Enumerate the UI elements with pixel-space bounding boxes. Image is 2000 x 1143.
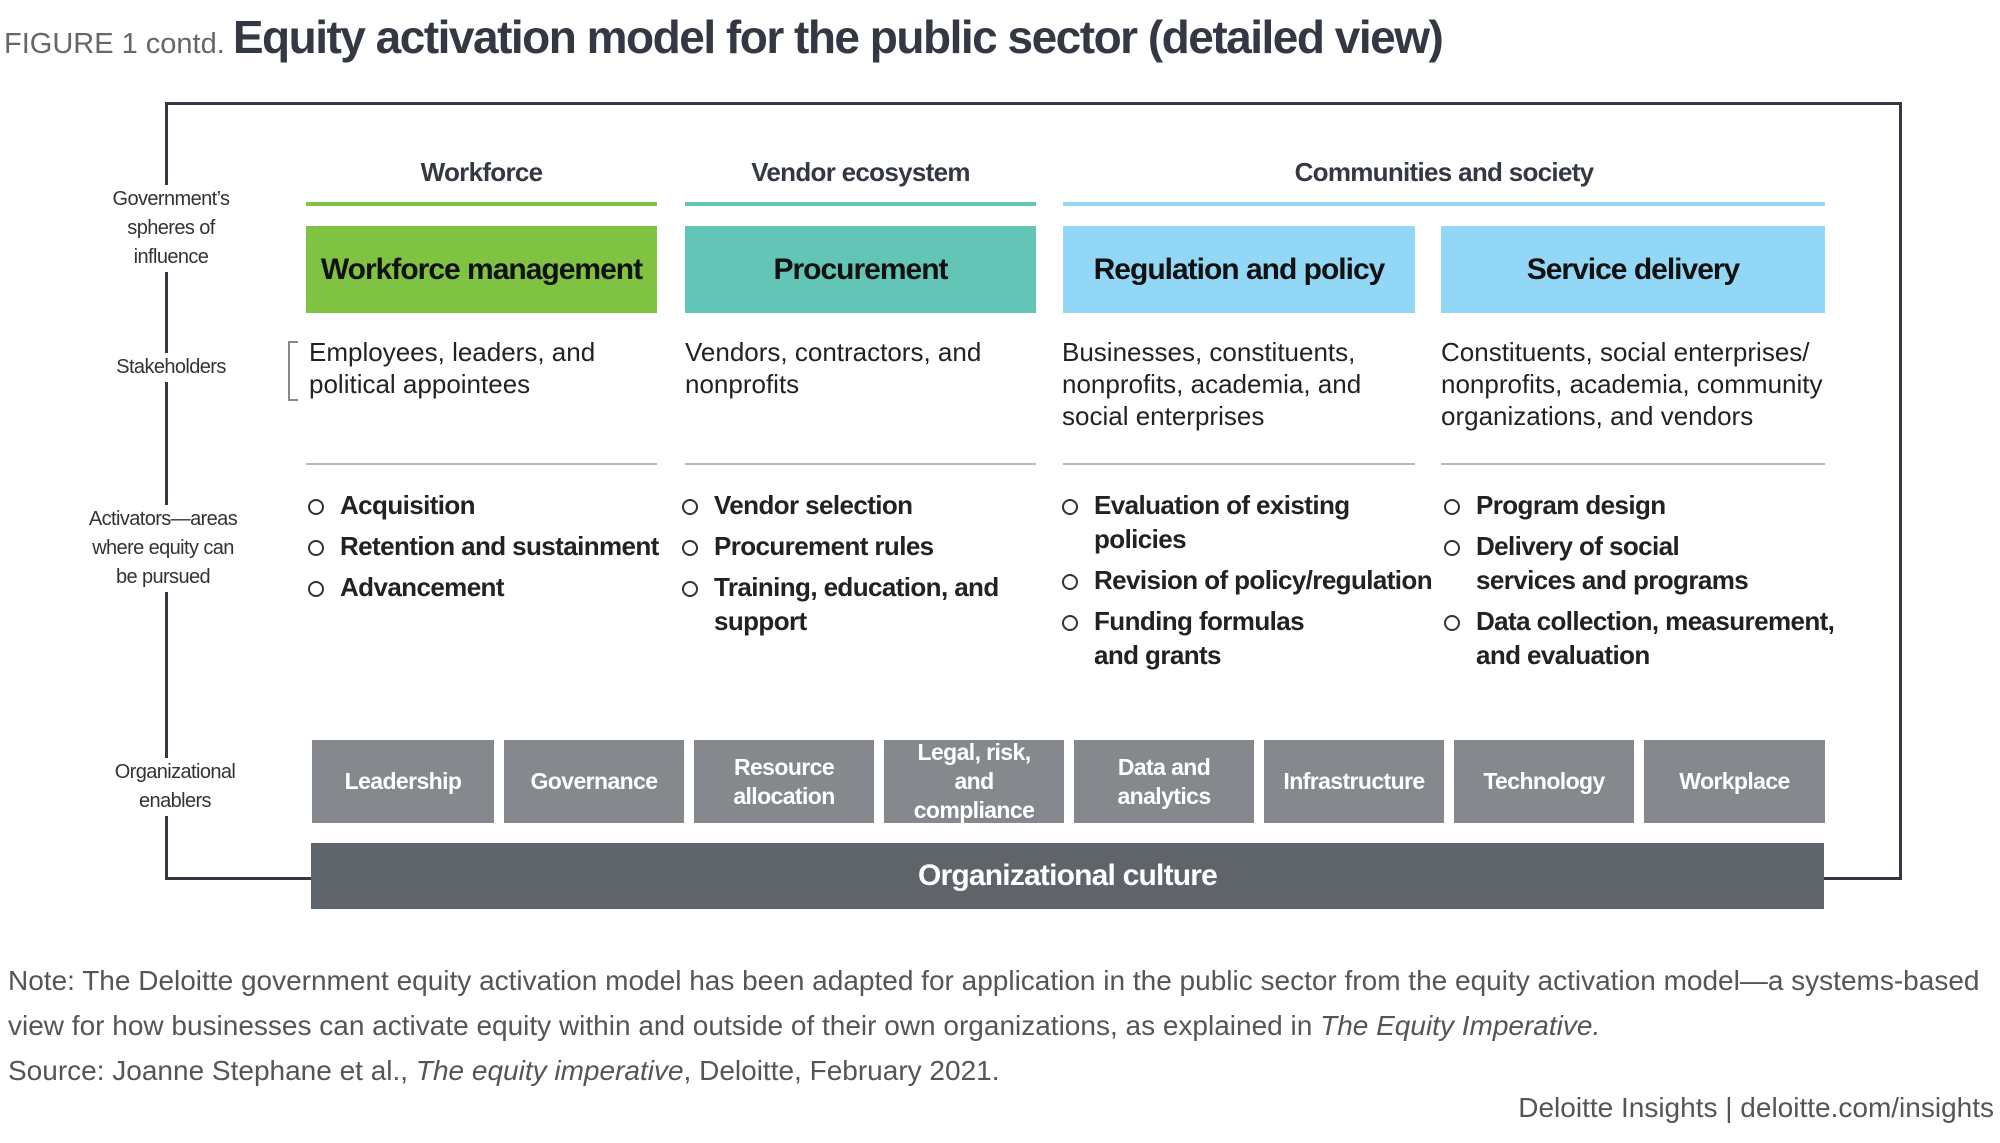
- divider: [685, 463, 1036, 465]
- note-italic: The Equity Imperative.: [1320, 1010, 1601, 1041]
- enabler-workplace: Workplace: [1644, 740, 1825, 823]
- activator-item: Acquisition: [306, 488, 666, 522]
- activator-item: Retention and sustainment: [306, 529, 666, 563]
- activator-item: Data collection, measurement, and evalua…: [1442, 604, 1842, 672]
- figure-label: FIGURE 1 contd.: [4, 28, 225, 60]
- footer-credit: Deloitte Insights | deloitte.com/insight…: [1518, 1092, 1994, 1123]
- sphere-vendor-ecosystem: Vendor ecosystem: [751, 157, 970, 187]
- activator-item: Program design: [1442, 488, 1842, 522]
- divider: [306, 463, 657, 465]
- enabler-data-analytics: Data and analytics: [1074, 740, 1254, 823]
- sphere-line: [306, 202, 657, 206]
- stakeholder-bracket: [288, 341, 298, 401]
- activator-list: Vendor selection Procurement rules Train…: [680, 488, 1010, 645]
- enabler-legal-risk-compliance: Legal, risk, and compliance: [884, 739, 1064, 823]
- activator-list: Evaluation of existing policies Revision…: [1060, 488, 1440, 679]
- column-header-regulation: Regulation and policy: [1063, 226, 1415, 313]
- divider: [1063, 463, 1415, 465]
- sphere-workforce: Workforce: [420, 157, 544, 187]
- activator-item: Evaluation of existing policies: [1060, 488, 1440, 556]
- enabler-resource-allocation: Resource allocation: [694, 740, 874, 823]
- column-header-workforce-management: Workforce management: [306, 226, 657, 313]
- stakeholders-text: Employees, leaders, and political appoin…: [309, 337, 596, 399]
- enabler-leadership: Leadership: [312, 740, 494, 823]
- divider: [1441, 463, 1825, 465]
- note: Note: The Deloitte government equity act…: [8, 958, 1988, 1093]
- note-text: Note: The Deloitte government equity act…: [8, 965, 1980, 1041]
- stakeholders-text: Vendors, contractors, and nonprofits: [685, 337, 982, 399]
- activator-item: Delivery of social services and programs: [1442, 529, 1772, 597]
- activator-list: Program design Delivery of social servic…: [1442, 488, 1842, 679]
- sphere-communities: Communities and society: [1294, 157, 1595, 187]
- enabler-infrastructure: Infrastructure: [1264, 740, 1444, 823]
- source-suffix: , Deloitte, February 2021.: [683, 1055, 1000, 1086]
- stakeholders-text: Constituents, social enterprises/ nonpro…: [1441, 337, 1823, 431]
- activator-item: Advancement: [306, 570, 666, 604]
- activator-list: Acquisition Retention and sustainment Ad…: [306, 488, 666, 611]
- row-label-spheres: Government’s spheres of influence: [96, 185, 246, 272]
- activator-item: Training, education, and support: [680, 570, 1010, 638]
- row-label-activators: Activators—areas where equity can be pur…: [88, 505, 238, 592]
- source-italic: The equity imperative: [415, 1055, 684, 1086]
- activator-item: Procurement rules: [680, 529, 1010, 563]
- activator-item: Funding formulas and grants: [1060, 604, 1350, 672]
- figure-title: FIGURE 1 contd.Equity activation model f…: [4, 10, 1444, 64]
- activator-item: Revision of policy/regulation: [1060, 563, 1440, 597]
- row-label-stakeholders: Stakeholders: [96, 353, 246, 382]
- organizational-culture-bar: Organizational culture: [311, 843, 1824, 909]
- column-header-procurement: Procurement: [685, 226, 1036, 313]
- sphere-line: [1063, 202, 1825, 206]
- sphere-line: [685, 202, 1036, 206]
- enabler-technology: Technology: [1454, 740, 1634, 823]
- row-label-enablers: Organizational enablers: [100, 758, 250, 816]
- activator-item: Vendor selection: [680, 488, 1010, 522]
- column-header-service-delivery: Service delivery: [1441, 226, 1825, 313]
- enabler-governance: Governance: [504, 740, 684, 823]
- source-text: Source: Joanne Stephane et al.,: [8, 1055, 416, 1086]
- stakeholders-text: Businesses, constituents, nonprofits, ac…: [1062, 337, 1362, 431]
- page-title: Equity activation model for the public s…: [232, 11, 1444, 63]
